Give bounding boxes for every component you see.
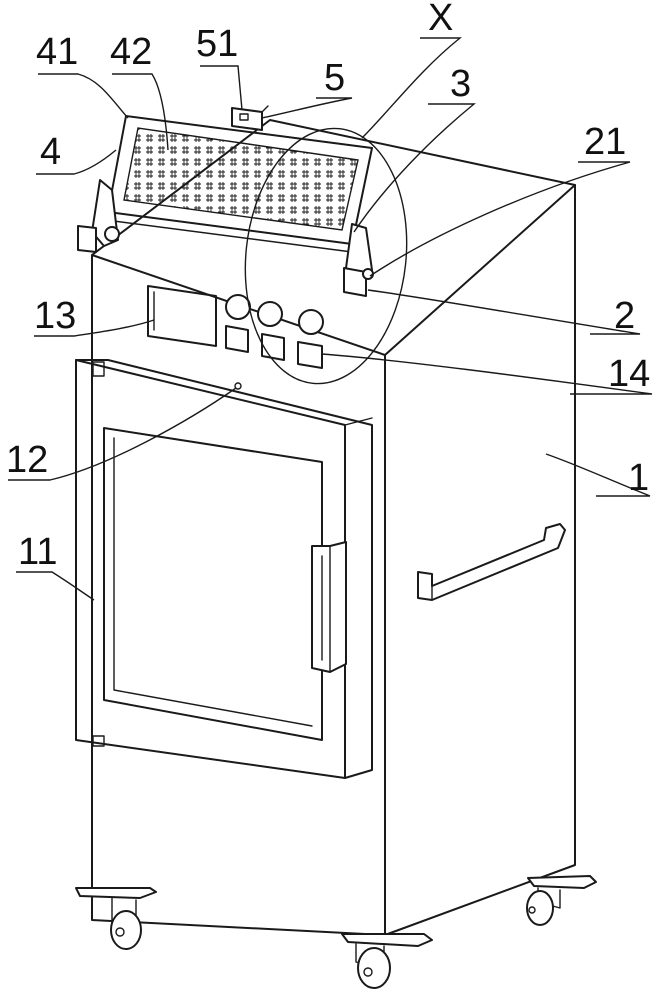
label-13: 13: [34, 295, 76, 337]
bracket-left: [77, 179, 120, 253]
door-window-inner: [113, 437, 313, 727]
door: [75, 359, 373, 779]
leader-21: [369, 161, 631, 277]
door-hinge-bottom: [92, 735, 105, 747]
detail-circle-x: [244, 127, 408, 385]
label-x: X: [428, 0, 453, 39]
mounting-block: [343, 267, 367, 297]
door-front-edge: [75, 359, 346, 779]
label-14: 14: [608, 353, 650, 395]
leader-2: [367, 289, 641, 335]
sensor-probe: [231, 105, 269, 131]
leader-42: [112, 73, 169, 151]
leader-4: [36, 149, 117, 175]
leader-14: [321, 353, 653, 395]
sensor-box: [231, 107, 263, 131]
label-42: 42: [110, 31, 152, 73]
button-2: [261, 333, 285, 361]
pivot-pin: [362, 268, 374, 280]
reference-labels: 41 42 51 5 X 3 4 21 13 2 14 12 1 11: [6, 0, 650, 573]
cabinet-top-face: [91, 119, 576, 256]
door-hinge-top: [92, 361, 105, 377]
leader-13: [34, 319, 155, 337]
caster-front-right: [341, 933, 433, 989]
door-thickness-edge: [344, 417, 373, 426]
label-5: 5: [324, 57, 345, 99]
leader-lines: [8, 37, 653, 601]
caster-rear-right: [526, 875, 597, 926]
label-51: 51: [196, 23, 238, 65]
caster-front-left: [75, 887, 157, 950]
cabinet-side-face: [384, 184, 576, 936]
side-handle: [417, 523, 566, 601]
control-knob-2: [257, 301, 283, 327]
label-21: 21: [584, 121, 626, 163]
control-knob-1: [225, 294, 251, 320]
indicator-hole: [234, 382, 242, 390]
leader-3: [353, 103, 476, 233]
control-knob-3: [298, 309, 324, 335]
sensor-window: [239, 113, 249, 121]
label-4: 4: [40, 131, 61, 173]
door-outer-frame: [75, 359, 373, 779]
leader-11: [16, 571, 95, 601]
bracket-right: [343, 223, 374, 297]
control-panel: [147, 285, 324, 369]
label-3: 3: [450, 63, 471, 105]
label-41: 41: [36, 31, 78, 73]
label-12: 12: [6, 439, 48, 481]
label-11: 11: [18, 531, 57, 573]
leader-x: [361, 37, 462, 139]
leader-12: [8, 387, 237, 481]
door-window: [103, 427, 323, 741]
label-2: 2: [614, 295, 635, 337]
button-1: [225, 325, 249, 353]
leader-41: [38, 73, 129, 119]
mesh-panel: [105, 115, 373, 253]
display-screen: [147, 285, 217, 347]
leader-1: [545, 453, 651, 497]
leader-5: [261, 97, 353, 119]
button-3: [297, 341, 323, 369]
door-handle: [311, 541, 347, 673]
leader-51: [200, 65, 243, 111]
mesh-screen: [123, 127, 359, 231]
label-1: 1: [628, 457, 649, 499]
